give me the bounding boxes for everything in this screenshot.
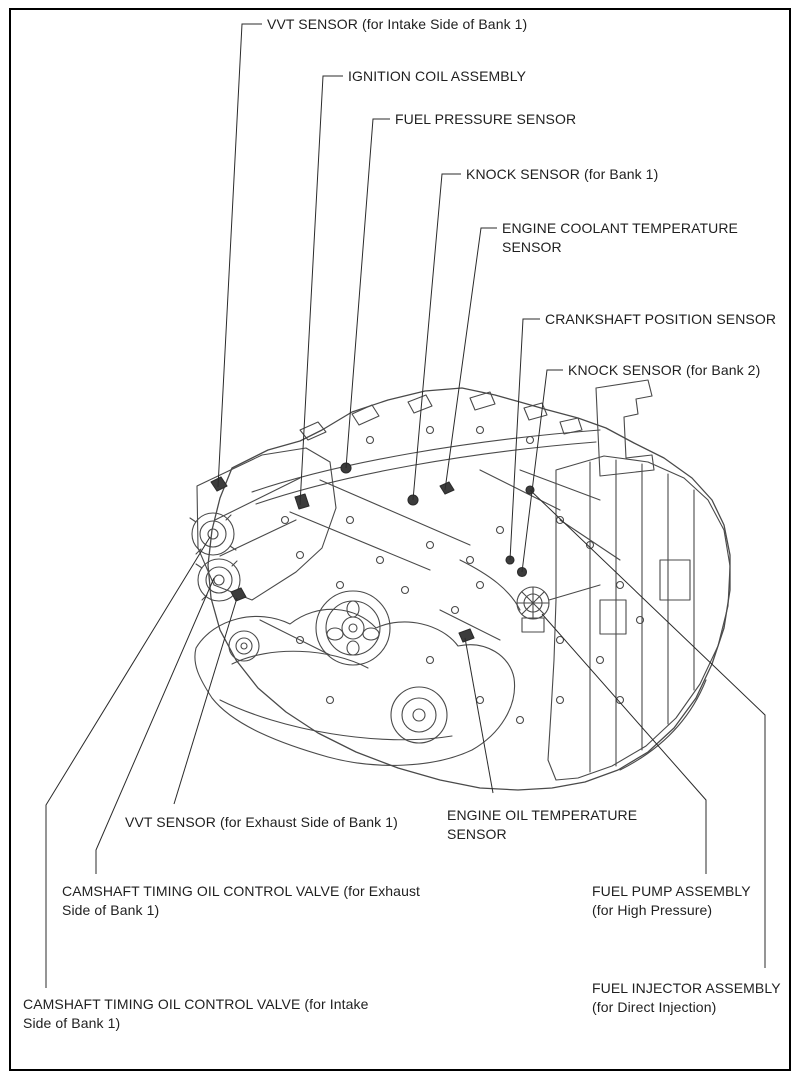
texture-lines	[259, 469, 621, 656]
callout-oil-temp: ENGINE OIL TEMPERATURE SENSOR	[447, 806, 637, 844]
leader-knock-2	[521, 369, 563, 573]
callout-knock-1: KNOCK SENSOR (for Bank 1)	[466, 165, 658, 184]
callout-label-line: KNOCK SENSOR (for Bank 2)	[568, 362, 761, 378]
callout-label-line: CAMSHAFT TIMING OIL CONTROL VALVE (for I…	[23, 996, 369, 1012]
callout-label-line: ENGINE COOLANT TEMPERATURE	[502, 220, 738, 236]
callout-label-line: Side of Bank 1)	[23, 1015, 121, 1031]
callout-coolant-temp: ENGINE COOLANT TEMPERATURE SENSOR	[502, 219, 738, 257]
leader-crank-position	[509, 318, 540, 561]
callout-ignition-coil: IGNITION COIL ASSEMBLY	[348, 67, 526, 86]
leader-fuel-injector	[529, 489, 766, 968]
callout-knock-2: KNOCK SENSOR (for Bank 2)	[568, 361, 760, 380]
callout-vvt-intake: VVT SENSOR (for Intake Side of Bank 1)	[267, 15, 527, 34]
callout-label-line: SENSOR	[502, 239, 562, 255]
callout-label-line: CRANKSHAFT POSITION SENSOR	[545, 311, 777, 327]
callout-label-line: FUEL PUMP ASSEMBLY	[592, 883, 751, 899]
callout-label-line: (for Direct Injection)	[592, 999, 717, 1015]
leader-cam-valve-intake	[45, 536, 211, 988]
callout-cam-valve-exhaust: CAMSHAFT TIMING OIL CONTROL VALVE (for E…	[62, 882, 420, 920]
leader-vvt-intake	[217, 23, 262, 488]
callout-label-line: (for High Pressure)	[592, 902, 713, 918]
leader-lines	[45, 23, 766, 988]
callout-label-line: VVT SENSOR (for Exhaust Side of Bank 1)	[125, 814, 398, 830]
leader-cam-valve-exhaust	[95, 577, 215, 874]
water-pump-boss	[228, 630, 260, 662]
callout-label-line: FUEL INJECTOR ASSEMBLY	[592, 980, 781, 996]
callout-label-line: SENSOR	[447, 826, 507, 842]
sensor-glyph-vvt-exhaust	[230, 587, 247, 602]
oil-pan	[194, 608, 516, 766]
callout-label-line: KNOCK SENSOR (for Bank 1)	[466, 166, 659, 182]
sensor-glyph-ignition-coil	[294, 493, 310, 510]
callout-fuel-pressure: FUEL PRESSURE SENSOR	[395, 110, 576, 129]
callout-cam-valve-intake: CAMSHAFT TIMING OIL CONTROL VALVE (for I…	[23, 995, 369, 1033]
callout-fuel-pump: FUEL PUMP ASSEMBLY (for High Pressure)	[592, 882, 751, 920]
sensor-glyph-vvt-intake	[210, 476, 228, 492]
callout-fuel-injector: FUEL INJECTOR ASSEMBLY (for Direct Inject…	[592, 979, 781, 1017]
callout-label-line: Side of Bank 1)	[62, 902, 160, 918]
bolt-heads	[280, 515, 645, 725]
callout-label-line: CAMSHAFT TIMING OIL CONTROL VALVE (for E…	[62, 883, 421, 899]
leader-fuel-pump	[541, 613, 707, 874]
callout-label-line: VVT SENSOR (for Intake Side of Bank 1)	[267, 16, 528, 32]
leader-vvt-exhaust	[173, 597, 238, 805]
lower-pulley	[390, 686, 448, 744]
callout-label-line: IGNITION COIL ASSEMBLY	[348, 68, 527, 84]
left-cam-cover	[196, 447, 337, 601]
callout-vvt-exhaust: VVT SENSOR (for Exhaust Side of Bank 1)	[125, 813, 398, 832]
callout-label-line: FUEL PRESSURE SENSOR	[395, 111, 577, 127]
callout-crank-position: CRANKSHAFT POSITION SENSOR	[545, 310, 776, 329]
fuel-pump-part	[516, 584, 601, 633]
transmission-housing	[547, 455, 731, 781]
leader-knock-1	[412, 173, 461, 501]
sensor-glyph-oil-temp	[458, 628, 475, 643]
crank-pulley	[315, 590, 391, 666]
leader-fuel-pressure	[345, 118, 390, 469]
diagram-border	[9, 8, 791, 1071]
intake-manifold	[251, 379, 655, 505]
leader-oil-temp	[464, 637, 494, 794]
engine-outline	[207, 387, 731, 791]
sensor-glyph-coolant-temp	[439, 481, 455, 495]
engine-line-art	[189, 379, 731, 791]
leader-coolant-temp	[444, 227, 497, 491]
callout-label-line: ENGINE OIL TEMPERATURE	[447, 807, 638, 823]
leader-ignition-coil	[299, 75, 343, 506]
